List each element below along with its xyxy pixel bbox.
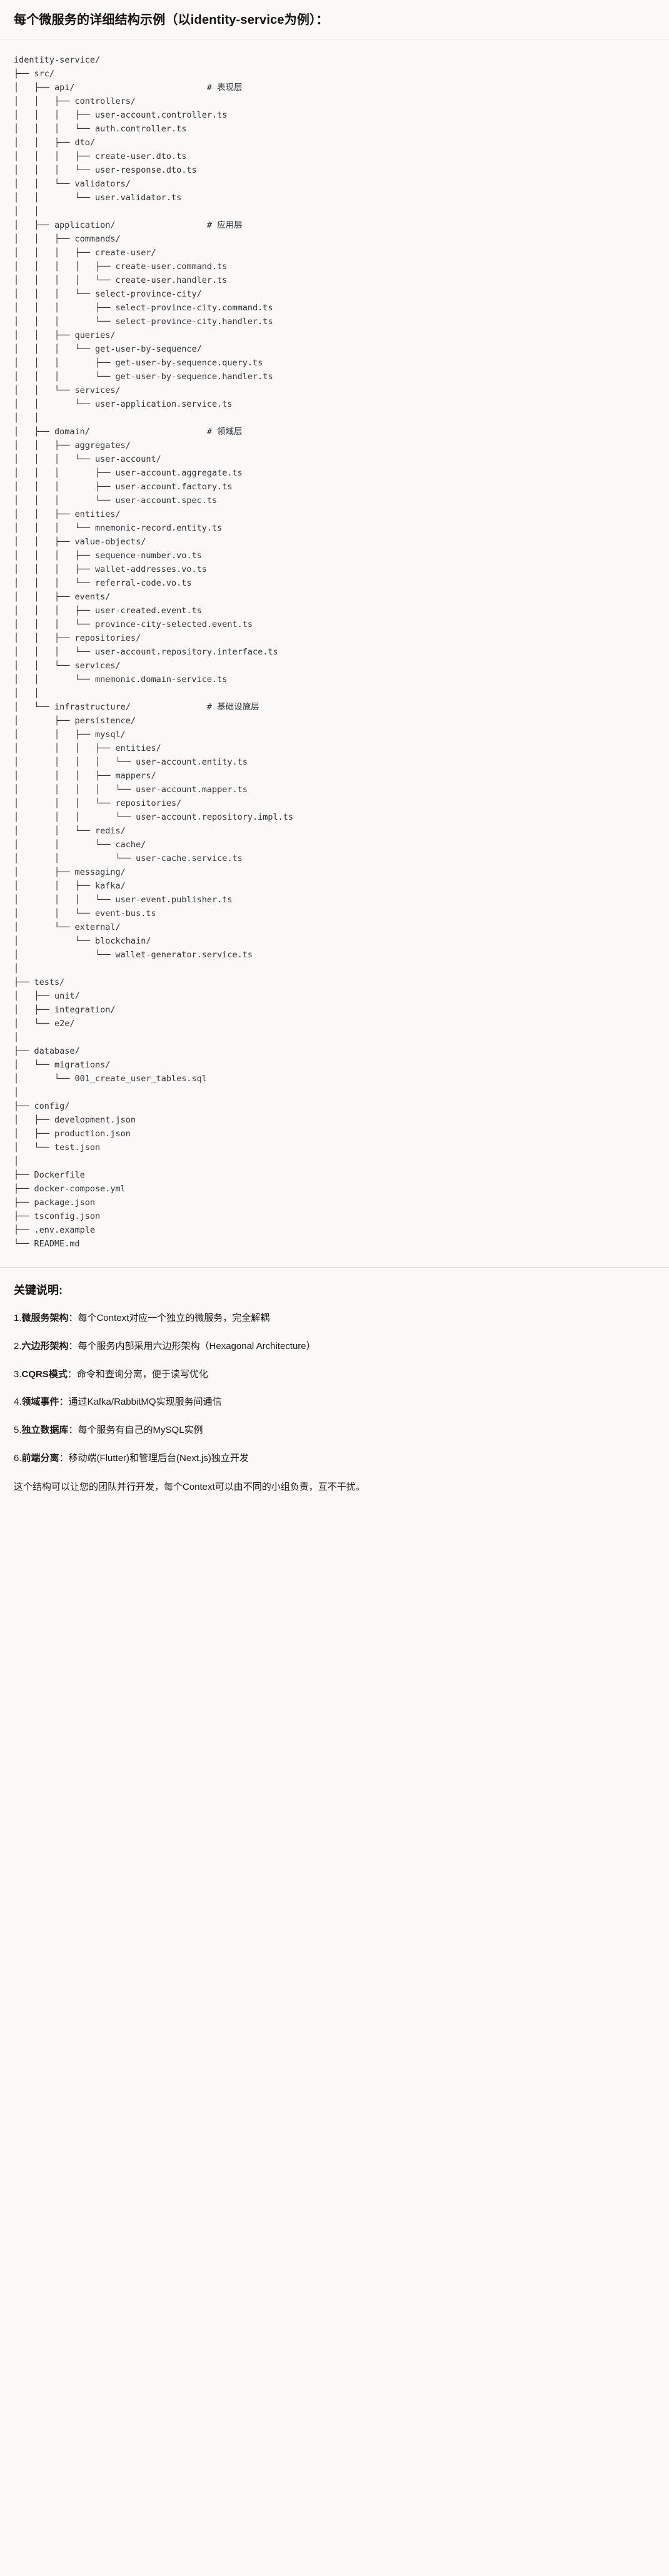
note-text: 每个服务有自己的MySQL实例 [78,1425,203,1436]
list-item: 3.CQRS模式：命令和查询分离，便于读写优化 [14,1367,655,1383]
note-separator: ： [68,1340,78,1352]
list-item: 4.领域事件：通过Kafka/RabbitMQ实现服务间通信 [14,1395,655,1410]
note-text: 移动端(Flutter)和管理后台(Next.js)独立开发 [68,1452,249,1464]
note-separator: ： [67,1368,77,1380]
note-separator: ： [59,1397,69,1408]
note-number: 6. [14,1452,22,1464]
list-item: 5.独立数据库：每个服务有自己的MySQL实例 [14,1423,655,1438]
note-number: 1. [14,1313,22,1324]
page-root: 每个微服务的详细结构示例（以identity-service为例）： ident… [0,0,669,1512]
list-item: 2.六边形架构：每个服务内部采用六边形架构（Hexagonal Architec… [14,1339,655,1355]
note-label: 六边形架构 [21,1340,69,1352]
note-label: 前端分离 [21,1452,59,1464]
list-item: 1.微服务架构：每个Context对应一个独立的微服务，完全解耦 [14,1311,655,1326]
list-item: 6.前端分离：移动端(Flutter)和管理后台(Next.js)独立开发 [14,1451,655,1467]
note-label: 微服务架构 [21,1313,69,1324]
page-header: 每个微服务的详细结构示例（以identity-service为例）： [0,0,669,39]
note-text: 命令和查询分离，便于读写优化 [76,1368,208,1380]
note-label: CQRS模式 [21,1368,68,1380]
note-number: 2. [14,1340,22,1352]
note-separator: ： [59,1452,69,1464]
note-number: 3. [14,1368,22,1380]
key-notes-section: 关键说明: 1.微服务架构：每个Context对应一个独立的微服务，完全解耦 2… [0,1268,669,1512]
note-separator: ： [68,1425,78,1436]
note-number: 5. [14,1425,22,1436]
note-separator: ： [68,1313,78,1324]
key-notes-heading: 关键说明: [14,1284,63,1296]
note-number: 4. [14,1397,22,1408]
note-text: 每个Context对应一个独立的微服务，完全解耦 [78,1313,270,1324]
note-label: 独立数据库 [21,1425,69,1436]
note-text: 每个服务内部采用六边形架构（Hexagonal Architecture） [78,1340,316,1352]
note-text: 通过Kafka/RabbitMQ实现服务间通信 [68,1397,222,1408]
key-notes-list: 1.微服务架构：每个Context对应一个独立的微服务，完全解耦 2.六边形架构… [14,1311,655,1467]
page-title: 每个微服务的详细结构示例（以identity-service为例）： [14,13,329,27]
closing-paragraph: 这个结构可以让您的团队并行开发，每个Context可以由不同的小组负责，互不干扰… [14,1481,365,1492]
note-label: 领域事件 [21,1397,59,1408]
directory-tree-section: identity-service/ ├── src/ │ ├── api/ # … [0,39,669,1268]
directory-tree: identity-service/ ├── src/ │ ├── api/ # … [14,55,294,1249]
